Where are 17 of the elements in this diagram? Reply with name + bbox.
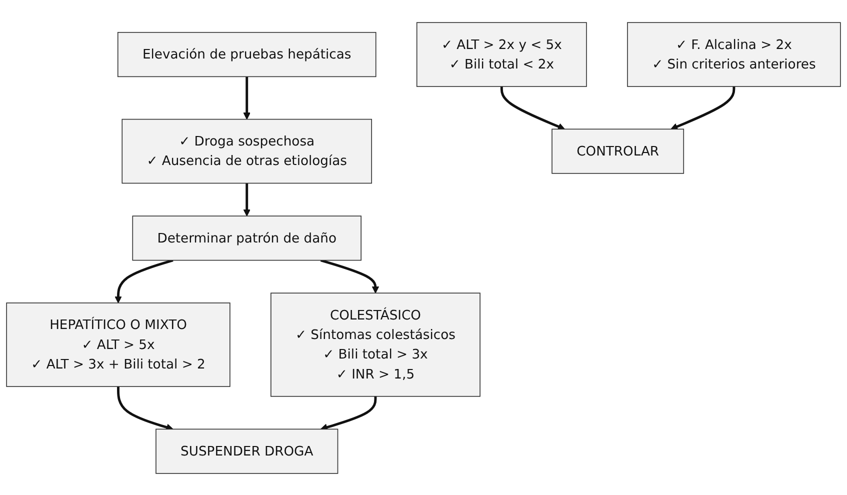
- arrow: [320, 396, 377, 430]
- arrow: [117, 386, 174, 430]
- node-box: CONTROLAR: [552, 128, 684, 174]
- arrow: [320, 258, 380, 293]
- arrow: [500, 86, 565, 130]
- node-box: ✓ Droga sospechosa ✓ Ausencia de otras etiologías: [122, 118, 372, 184]
- arrow: [243, 76, 250, 120]
- node-box: Determinar patrón de daño: [132, 215, 362, 260]
- node-box: COLESTÁSICO ✓ Síntomas colestásicos ✓ Bili total > 3x ✓ INR > 1,5: [270, 292, 480, 396]
- arrow: [670, 86, 736, 130]
- node-box: Elevación de pruebas hepáticas: [117, 31, 376, 77]
- arrow: [243, 182, 250, 216]
- arrow: [114, 258, 174, 303]
- node-box: SUSPENDER DROGA: [156, 428, 338, 474]
- node-box: HEPATÍTICO O MIXTO ✓ ALT > 5x ✓ ALT > 3x + Bili total > 2: [6, 302, 230, 386]
- node-box: ✓ ALT > 2x y < 5x ✓ Bili total < 2x: [416, 22, 587, 86]
- node-box: ✓ F. Alcalina > 2x ✓ Sin criterios anteriores: [627, 22, 841, 86]
